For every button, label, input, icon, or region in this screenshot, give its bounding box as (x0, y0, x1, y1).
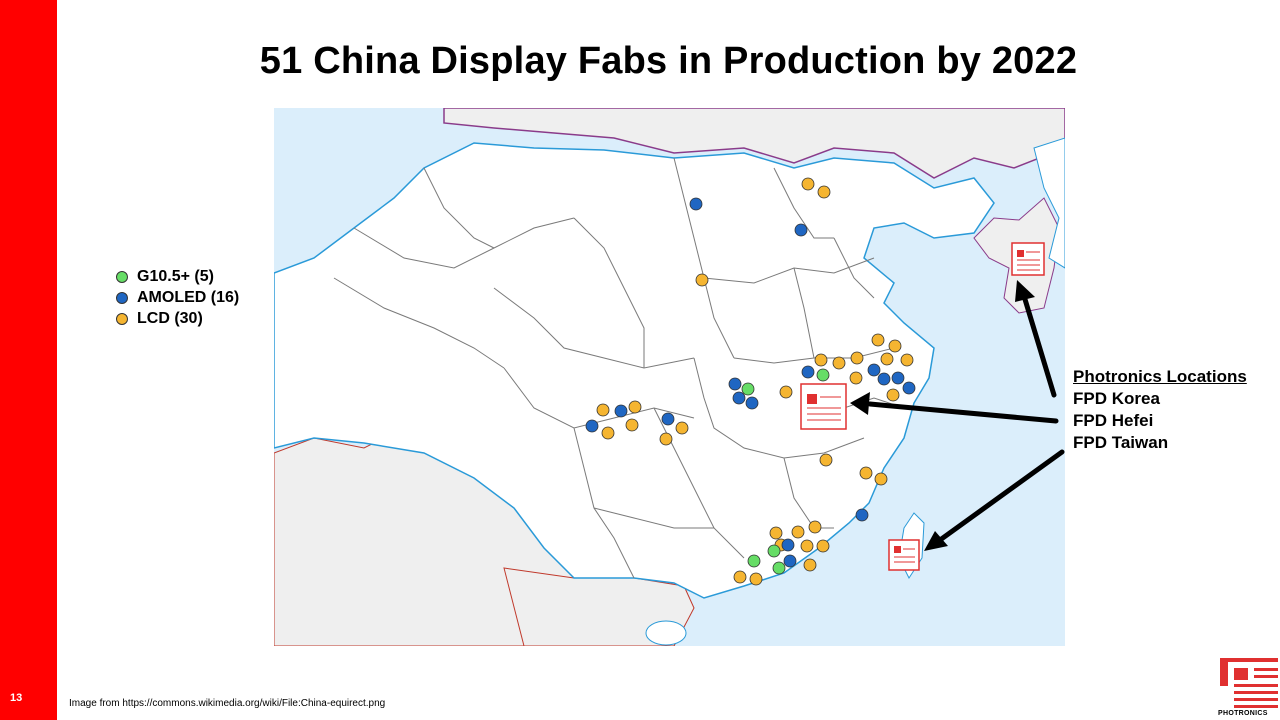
lcd-fab-marker (803, 558, 817, 572)
arrow-to-hefei (867, 401, 1059, 424)
arrow-head-hefei (850, 392, 870, 415)
arrow-to-taiwan (937, 449, 1065, 543)
legend-label: G10.5+ (5) (137, 267, 214, 285)
site-icon-korea (1011, 242, 1045, 276)
image-credit: Image from https://commons.wikimedia.org… (69, 698, 386, 709)
lcd-fab-marker (625, 418, 639, 432)
red-side-bar (0, 0, 57, 720)
g105-fab-marker (741, 382, 755, 396)
china-region (274, 142, 995, 599)
lcd-fab-marker (817, 185, 831, 199)
pointer-arrows (867, 293, 1065, 543)
amoled-dot-icon (116, 291, 128, 304)
lcd-fab-marker (733, 570, 747, 584)
lcd-fab-marker (769, 526, 783, 540)
page-number: 13 (10, 692, 23, 704)
location-hefei: FPD Hefei (1073, 411, 1154, 430)
legend: G10.5+ (5) AMOLED (16) LCD (30) (116, 266, 239, 329)
amoled-fab-marker (902, 381, 916, 395)
g105-fab-marker (767, 544, 781, 558)
lcd-fab-marker (791, 525, 805, 539)
lcd-dot-icon (116, 312, 128, 325)
location-taiwan: FPD Taiwan (1073, 433, 1169, 452)
hainan-island (645, 620, 687, 646)
legend-item-amoled: AMOLED (16) (116, 287, 239, 308)
lcd-fab-marker (814, 353, 828, 367)
arrow-to-korea (1021, 293, 1057, 398)
photronics-logo-icon (1220, 658, 1278, 708)
lcd-fab-marker (832, 356, 846, 370)
g105-fab-marker (747, 554, 761, 568)
g105-fab-marker (816, 368, 830, 382)
lcd-fab-marker (695, 273, 709, 287)
legend-label: AMOLED (16) (137, 288, 240, 306)
amoled-fab-marker (801, 365, 815, 379)
lcd-fab-marker (816, 539, 830, 553)
amoled-fab-marker (614, 404, 628, 418)
amoled-fab-marker (891, 371, 905, 385)
china-map (274, 108, 1065, 646)
amoled-fab-marker (877, 372, 891, 386)
fab-markers (585, 177, 916, 586)
lcd-fab-marker (800, 539, 814, 553)
photronics-locations: Photronics Locations FPD Korea FPD Hefei… (1073, 366, 1247, 454)
amoled-fab-marker (783, 554, 797, 568)
amoled-fab-marker (732, 391, 746, 405)
slide-title: 51 China Display Fabs in Production by 2… (259, 40, 1078, 82)
lcd-fab-marker (801, 177, 815, 191)
amoled-fab-marker (661, 412, 675, 426)
amoled-fab-marker (794, 223, 808, 237)
legend-item-lcd: LCD (30) (116, 308, 239, 329)
amoled-fab-marker (867, 363, 881, 377)
location-korea: FPD Korea (1073, 389, 1160, 408)
lcd-fab-marker (888, 339, 902, 353)
legend-item-g105: G10.5+ (5) (116, 266, 239, 287)
amoled-fab-marker (781, 538, 795, 552)
lcd-fab-marker (871, 333, 885, 347)
lcd-fab-marker (659, 432, 673, 446)
lcd-fab-marker (779, 385, 793, 399)
lcd-fab-marker (601, 426, 615, 440)
amoled-fab-marker (689, 197, 703, 211)
lcd-fab-marker (859, 466, 873, 480)
lcd-fab-marker (880, 352, 894, 366)
legend-label: LCD (30) (137, 309, 203, 327)
amoled-fab-marker (585, 419, 599, 433)
arrow-heads (850, 280, 1035, 551)
logo-text: PHOTRONICS (1218, 710, 1268, 717)
lcd-fab-marker (596, 403, 610, 417)
amoled-fab-marker (745, 396, 759, 410)
arrow-head-taiwan (924, 531, 948, 551)
lcd-fab-marker (628, 400, 642, 414)
arrow-head-korea (1015, 280, 1035, 302)
lcd-fab-marker (675, 421, 689, 435)
amoled-fab-marker (728, 377, 742, 391)
lcd-fab-marker (850, 351, 864, 365)
lcd-fab-marker (874, 472, 888, 486)
lcd-fab-marker (849, 371, 863, 385)
g105-dot-icon (116, 270, 128, 283)
map-svg (274, 108, 1065, 646)
amoled-fab-marker (855, 508, 869, 522)
japan-edge (1033, 137, 1065, 269)
lcd-fab-marker (900, 353, 914, 367)
lcd-fab-marker (749, 572, 763, 586)
site-icon-hefei (800, 383, 847, 430)
g105-fab-marker (772, 561, 786, 575)
site-icon-taiwan (888, 539, 920, 571)
province-borders (333, 157, 905, 579)
lcd-fab-marker (886, 388, 900, 402)
lcd-fab-marker (808, 520, 822, 534)
locations-heading: Photronics Locations (1073, 367, 1247, 386)
lcd-fab-marker (819, 453, 833, 467)
